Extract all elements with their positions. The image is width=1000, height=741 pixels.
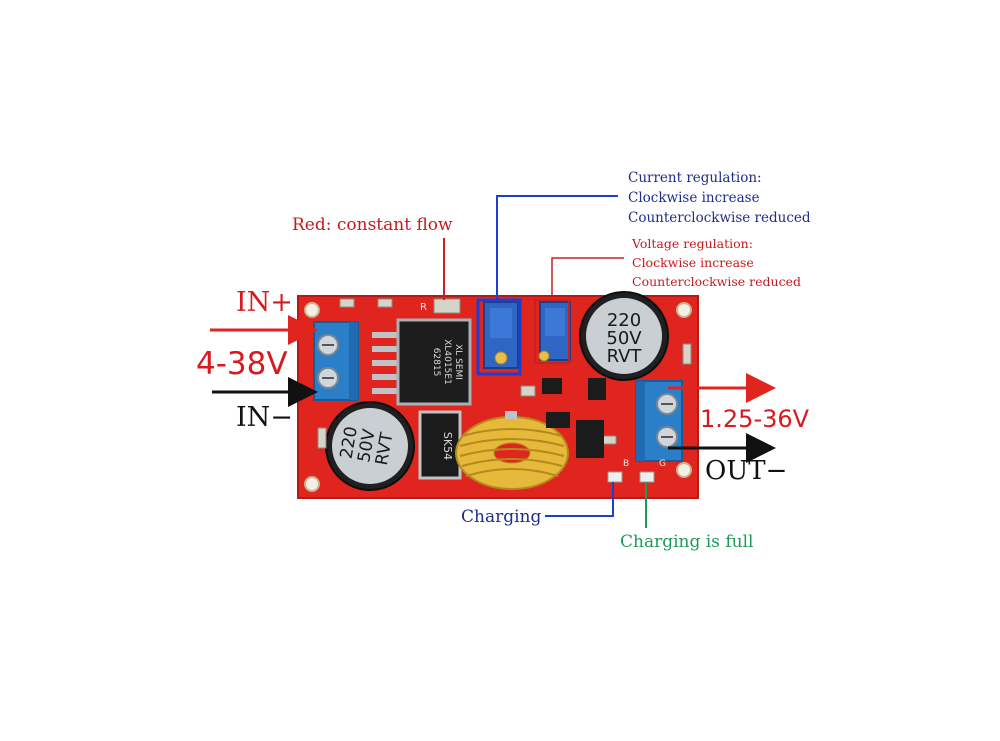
output-voltage-range: 1.25-36V xyxy=(700,405,810,433)
cap2-value: 220 xyxy=(607,310,641,331)
sense-resistor xyxy=(433,298,461,314)
current-potentiometer xyxy=(483,301,519,369)
ic-marking-3: 62815 xyxy=(431,348,441,377)
charging-led xyxy=(607,471,623,483)
smd-ics xyxy=(542,378,606,458)
ic-marking-1: XL SEMI xyxy=(453,344,463,380)
ic-marking-2: XL4015E1 xyxy=(442,339,452,385)
current-pot-highlight xyxy=(476,298,522,376)
regulator-ic: XL SEMI XL4015E1 62815 xyxy=(372,318,472,406)
output-negative-label: OUT− xyxy=(705,456,788,486)
full-led xyxy=(639,471,655,483)
constant-flow-label: Red: constant flow xyxy=(292,215,453,235)
cap2-voltage: 50V xyxy=(606,328,642,349)
current-regulation-title: Current regulation: xyxy=(628,170,762,186)
current-callout-line xyxy=(496,195,618,300)
input-capacitor: 220 50V RVT xyxy=(325,401,415,491)
voltage-callout-line xyxy=(551,257,624,300)
toroid-inductor xyxy=(455,411,569,490)
input-negative-label: IN− xyxy=(236,402,293,433)
cap2-series: RVT xyxy=(607,346,643,367)
mounting-holes xyxy=(304,302,692,492)
charging-callout-line xyxy=(545,482,614,517)
input-terminal xyxy=(313,321,359,401)
output-capacitor: 220 50V RVT xyxy=(579,291,669,381)
charging-label: Charging xyxy=(461,507,542,527)
output-terminal xyxy=(635,380,683,462)
smd-components xyxy=(317,298,692,449)
voltage-regulation-line2: Counterclockwise reduced xyxy=(632,274,801,289)
voltage-potentiometer xyxy=(538,301,571,362)
g-marking: G xyxy=(659,459,666,469)
voltage-regulation-note: Voltage regulation: Clockwise increase C… xyxy=(632,234,801,291)
current-regulation-line2: Counterclockwise reduced xyxy=(628,210,811,226)
current-regulation-line1: Clockwise increase xyxy=(628,190,760,206)
input-positive-label: IN+ xyxy=(236,287,293,318)
schottky-diode: SK54 xyxy=(418,410,462,480)
b-marking: B xyxy=(623,459,629,469)
charging-full-label: Charging is full xyxy=(620,532,754,552)
voltage-regulation-title: Voltage regulation: xyxy=(632,236,753,251)
current-regulation-note: Current regulation: Clockwise increase C… xyxy=(628,168,811,228)
voltage-regulation-line1: Clockwise increase xyxy=(632,255,754,270)
diode-marking: SK54 xyxy=(441,432,454,460)
input-voltage-range: 4-38V xyxy=(196,346,288,382)
r-marking: R xyxy=(420,302,427,313)
